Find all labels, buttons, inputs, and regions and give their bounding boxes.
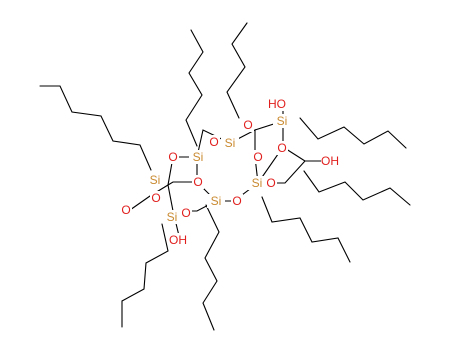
atom-label-background: [192, 175, 204, 189]
atom-label: Si: [193, 150, 204, 164]
oxygen-atom-12: O: [252, 150, 264, 164]
oxygen-atom-13: O: [180, 206, 192, 220]
silicon-atom-2: Si: [221, 136, 239, 150]
atom-label-background: [167, 150, 179, 164]
atom-label-background: [252, 150, 264, 164]
atom-label-background: [268, 97, 286, 111]
atom-label-background: [273, 114, 291, 128]
oxygen-atom-7: O: [167, 150, 179, 164]
atom-label-background: [169, 233, 187, 247]
bond-8: [129, 184, 169, 211]
hydroxyl-atom-20: OH: [169, 233, 187, 247]
atom-label: Si: [167, 210, 178, 224]
atom-label: Si: [225, 136, 236, 150]
atom-label: O: [193, 175, 202, 189]
oxygen-atom-8: O: [208, 135, 220, 149]
atom-label: Si: [211, 194, 222, 208]
atom-label: Si: [150, 173, 161, 187]
atom-label: OH: [321, 154, 339, 168]
hydroxyl-atom-18: HO: [268, 97, 286, 111]
atom-label: Si: [277, 114, 288, 128]
silicon-atom-1: Si: [189, 150, 207, 164]
oxygen-atom-11: O: [231, 194, 243, 208]
atom-label: Si: [252, 176, 263, 190]
oxygen-atom-16: O: [265, 176, 277, 190]
silicon-atom-4: Si: [207, 194, 225, 208]
bond-11: [226, 22, 248, 119]
bond-12: [299, 117, 407, 149]
bond-3: [254, 120, 284, 184]
atom-label-background: [208, 135, 220, 149]
oxygen-atom-10: O: [192, 175, 204, 189]
atom-label: HO: [268, 97, 286, 111]
hydroxyl-atom-19: OH: [321, 154, 339, 168]
bond-16: [121, 223, 169, 328]
atom-label-background: [207, 194, 225, 208]
atom-label-background: [163, 210, 181, 224]
silicon-atom-0: Si: [146, 173, 164, 187]
atom-label: O: [243, 118, 252, 132]
atom-label: O: [277, 141, 286, 155]
atom-label-background: [120, 203, 132, 217]
atom-label: O: [209, 135, 218, 149]
atom-label-background: [150, 191, 162, 205]
atom-label-background: [276, 141, 288, 155]
bond-15: [202, 204, 220, 331]
oxygen-atom-14: O: [150, 191, 162, 205]
atom-label: O: [151, 191, 160, 205]
atom-label: O: [253, 150, 262, 164]
atom-label-background: [242, 118, 254, 132]
oxygen-atom-17: O: [120, 203, 132, 217]
bond-9: [39, 85, 152, 171]
bond-14: [261, 196, 351, 263]
atom-label-background: [146, 173, 164, 187]
atom-label: O: [266, 176, 275, 190]
atom-label-background: [180, 206, 192, 220]
atom-label-background: [321, 154, 339, 168]
bond-13: [303, 170, 411, 206]
silicon-atom-5: Si: [248, 176, 266, 190]
silicon-atom-6: Si: [273, 114, 291, 128]
atom-label-background: [265, 176, 277, 190]
atom-label-background: [221, 136, 239, 150]
oxygen-atom-15: O: [276, 141, 288, 155]
silicon-atom-3: Si: [163, 210, 181, 224]
bond-10: [185, 29, 204, 147]
atom-label: O: [121, 203, 130, 217]
atom-label: O: [168, 150, 177, 164]
atom-label-background: [231, 194, 243, 208]
atom-label: O: [232, 194, 241, 208]
atom-label-background: [189, 150, 207, 164]
atom-label: O: [181, 206, 190, 220]
atom-label-background: [248, 176, 266, 190]
oxygen-atom-9: O: [242, 118, 254, 132]
atom-label: OH: [169, 233, 187, 247]
